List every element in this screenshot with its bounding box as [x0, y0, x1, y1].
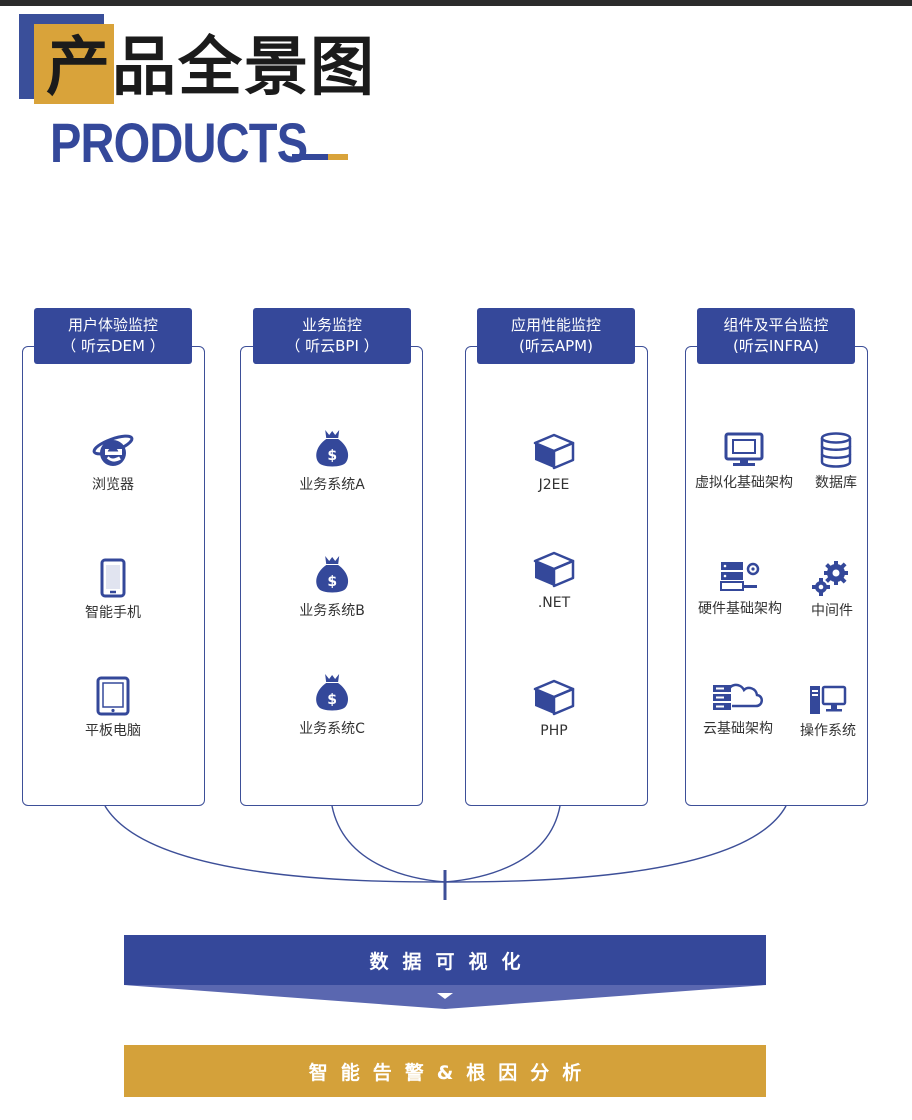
underline-gold — [328, 154, 348, 160]
money-bag-icon: $ — [316, 556, 348, 593]
item-middleware: 中间件 — [811, 560, 853, 620]
item-database: 数据库 — [815, 432, 857, 492]
header-dem-line1: 用户体验监控 — [67, 316, 158, 334]
item-label: 业务系统A — [299, 477, 365, 493]
item-business-c: $ 业务系统C — [299, 672, 365, 738]
header-bpi-line2: （ 听云BPI ） — [285, 337, 379, 355]
svg-text:$: $ — [327, 448, 337, 464]
title-accent-gold — [34, 24, 114, 104]
item-cloud: 云基础架构 — [703, 678, 773, 738]
alerting-label: 智能告警&根因分析 — [308, 1061, 595, 1084]
item-business-b: $ 业务系统B — [299, 554, 365, 620]
item-label: 虚拟化基础架构 — [695, 475, 793, 491]
item-dotnet: .NET — [532, 550, 576, 612]
svg-text:$: $ — [327, 692, 337, 708]
item-business-a: $ 业务系统A — [299, 428, 365, 494]
item-label: 数据库 — [815, 475, 857, 491]
header-dem: 用户体验监控 （ 听云DEM ） — [34, 308, 192, 364]
item-label: 硬件基础架构 — [698, 601, 782, 617]
column-dem — [22, 346, 205, 806]
item-php: PHP — [532, 678, 576, 740]
header-apm-line1: 应用性能监控 — [510, 316, 601, 334]
item-os: 操作系统 — [800, 684, 856, 740]
header-apm: 应用性能监控 (听云APM) — [477, 308, 635, 364]
database-icon — [820, 432, 852, 468]
item-label: J2EE — [538, 477, 570, 493]
box-icon — [533, 551, 575, 588]
ie-browser-icon — [92, 434, 134, 466]
connector-apm — [444, 805, 561, 883]
item-j2ee: J2EE — [532, 432, 576, 494]
item-label: 操作系统 — [800, 723, 856, 739]
item-label: 业务系统B — [299, 603, 365, 619]
visualization-bar: 数据可视化 — [124, 935, 766, 985]
desktop-pc-icon — [810, 685, 847, 714]
item-browser: 浏览器 — [92, 432, 134, 494]
header-bpi: 业务监控 （ 听云BPI ） — [253, 308, 411, 364]
title-underline — [292, 154, 348, 160]
money-bag-icon: $ — [316, 674, 348, 711]
item-label: 智能手机 — [85, 605, 141, 621]
alerting-bar: 智能告警&根因分析 — [124, 1045, 766, 1097]
connector-dem — [104, 805, 446, 883]
server-icon — [720, 562, 760, 591]
chevron-down-icon — [437, 993, 453, 999]
item-tablet: 平板电脑 — [85, 676, 141, 740]
down-arrow-band — [124, 985, 766, 1009]
item-label: 业务系统C — [299, 721, 365, 737]
item-label: PHP — [540, 723, 568, 739]
item-virtualization: 虚拟化基础架构 — [695, 432, 793, 492]
visualization-label: 数据可视化 — [369, 950, 535, 973]
gears-icon — [812, 561, 848, 596]
smartphone-icon — [100, 558, 126, 598]
top-border — [0, 0, 912, 6]
item-smartphone: 智能手机 — [85, 558, 141, 622]
cloud-server-icon — [713, 683, 763, 710]
item-label: .NET — [537, 595, 571, 611]
header-apm-line2: (听云APM) — [519, 337, 593, 355]
money-bag-icon: $ — [316, 430, 348, 467]
item-hardware: 硬件基础架构 — [698, 560, 782, 618]
page-subtitle: PRODUCTS — [50, 111, 308, 174]
page-title: 产品全景图 — [46, 31, 376, 105]
box-icon — [533, 679, 575, 716]
connector-bpi — [331, 805, 446, 883]
header-infra: 组件及平台监控 (听云INFRA) — [697, 308, 855, 364]
item-label: 浏览器 — [92, 477, 134, 493]
item-label: 云基础架构 — [703, 721, 773, 737]
monitor-icon — [724, 432, 764, 466]
item-label: 中间件 — [811, 603, 853, 619]
header-infra-line1: 组件及平台监控 — [723, 316, 829, 334]
svg-text:$: $ — [327, 574, 337, 590]
tablet-icon — [96, 676, 130, 716]
header-infra-line2: (听云INFRA) — [732, 337, 820, 355]
connector-infra — [444, 805, 787, 883]
header-bpi-line1: 业务监控 — [301, 316, 362, 334]
underline-blue — [292, 154, 328, 160]
box-icon — [533, 433, 575, 470]
item-label: 平板电脑 — [85, 723, 141, 739]
header-dem-line2: （ 听云DEM ） — [61, 337, 165, 355]
